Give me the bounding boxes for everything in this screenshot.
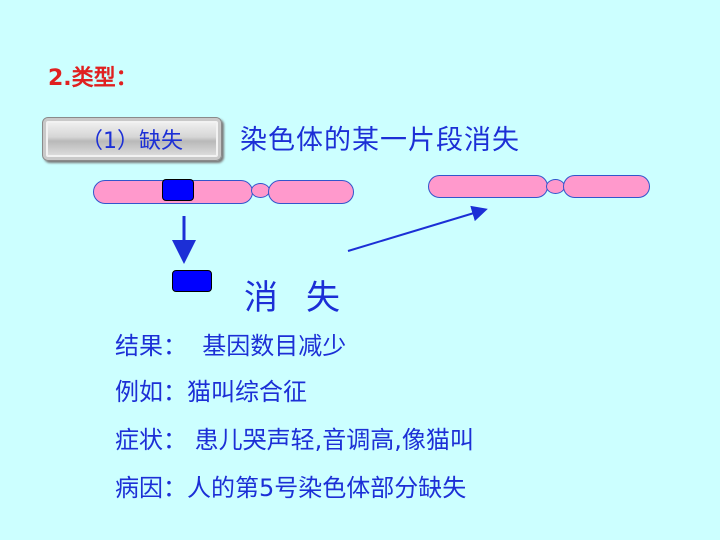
lost-segment (172, 270, 212, 292)
section-heading: 2.类型： (48, 66, 138, 91)
info-example: 例如：猫叫综合征 (115, 378, 307, 406)
deletion-type-button[interactable]: （1）缺失 (42, 117, 222, 161)
deleted-segment-in-place (162, 179, 194, 201)
lost-label: 消失 (244, 278, 368, 318)
resulting-chromosome-right-arm (563, 175, 650, 198)
info-result: 结果： 基因数目减少 (115, 332, 347, 360)
info-symptom: 症状： 患儿哭声轻,音调高,像猫叫 (115, 426, 474, 454)
info-cause: 病因：人的第5号染色体部分缺失 (115, 474, 467, 502)
diagonal-arrow (347, 205, 488, 252)
deletion-description: 染色体的某一片段消失 (240, 125, 520, 156)
original-chromosome-right-arm (268, 180, 354, 204)
deletion-type-label: （1）缺失 (81, 129, 183, 154)
